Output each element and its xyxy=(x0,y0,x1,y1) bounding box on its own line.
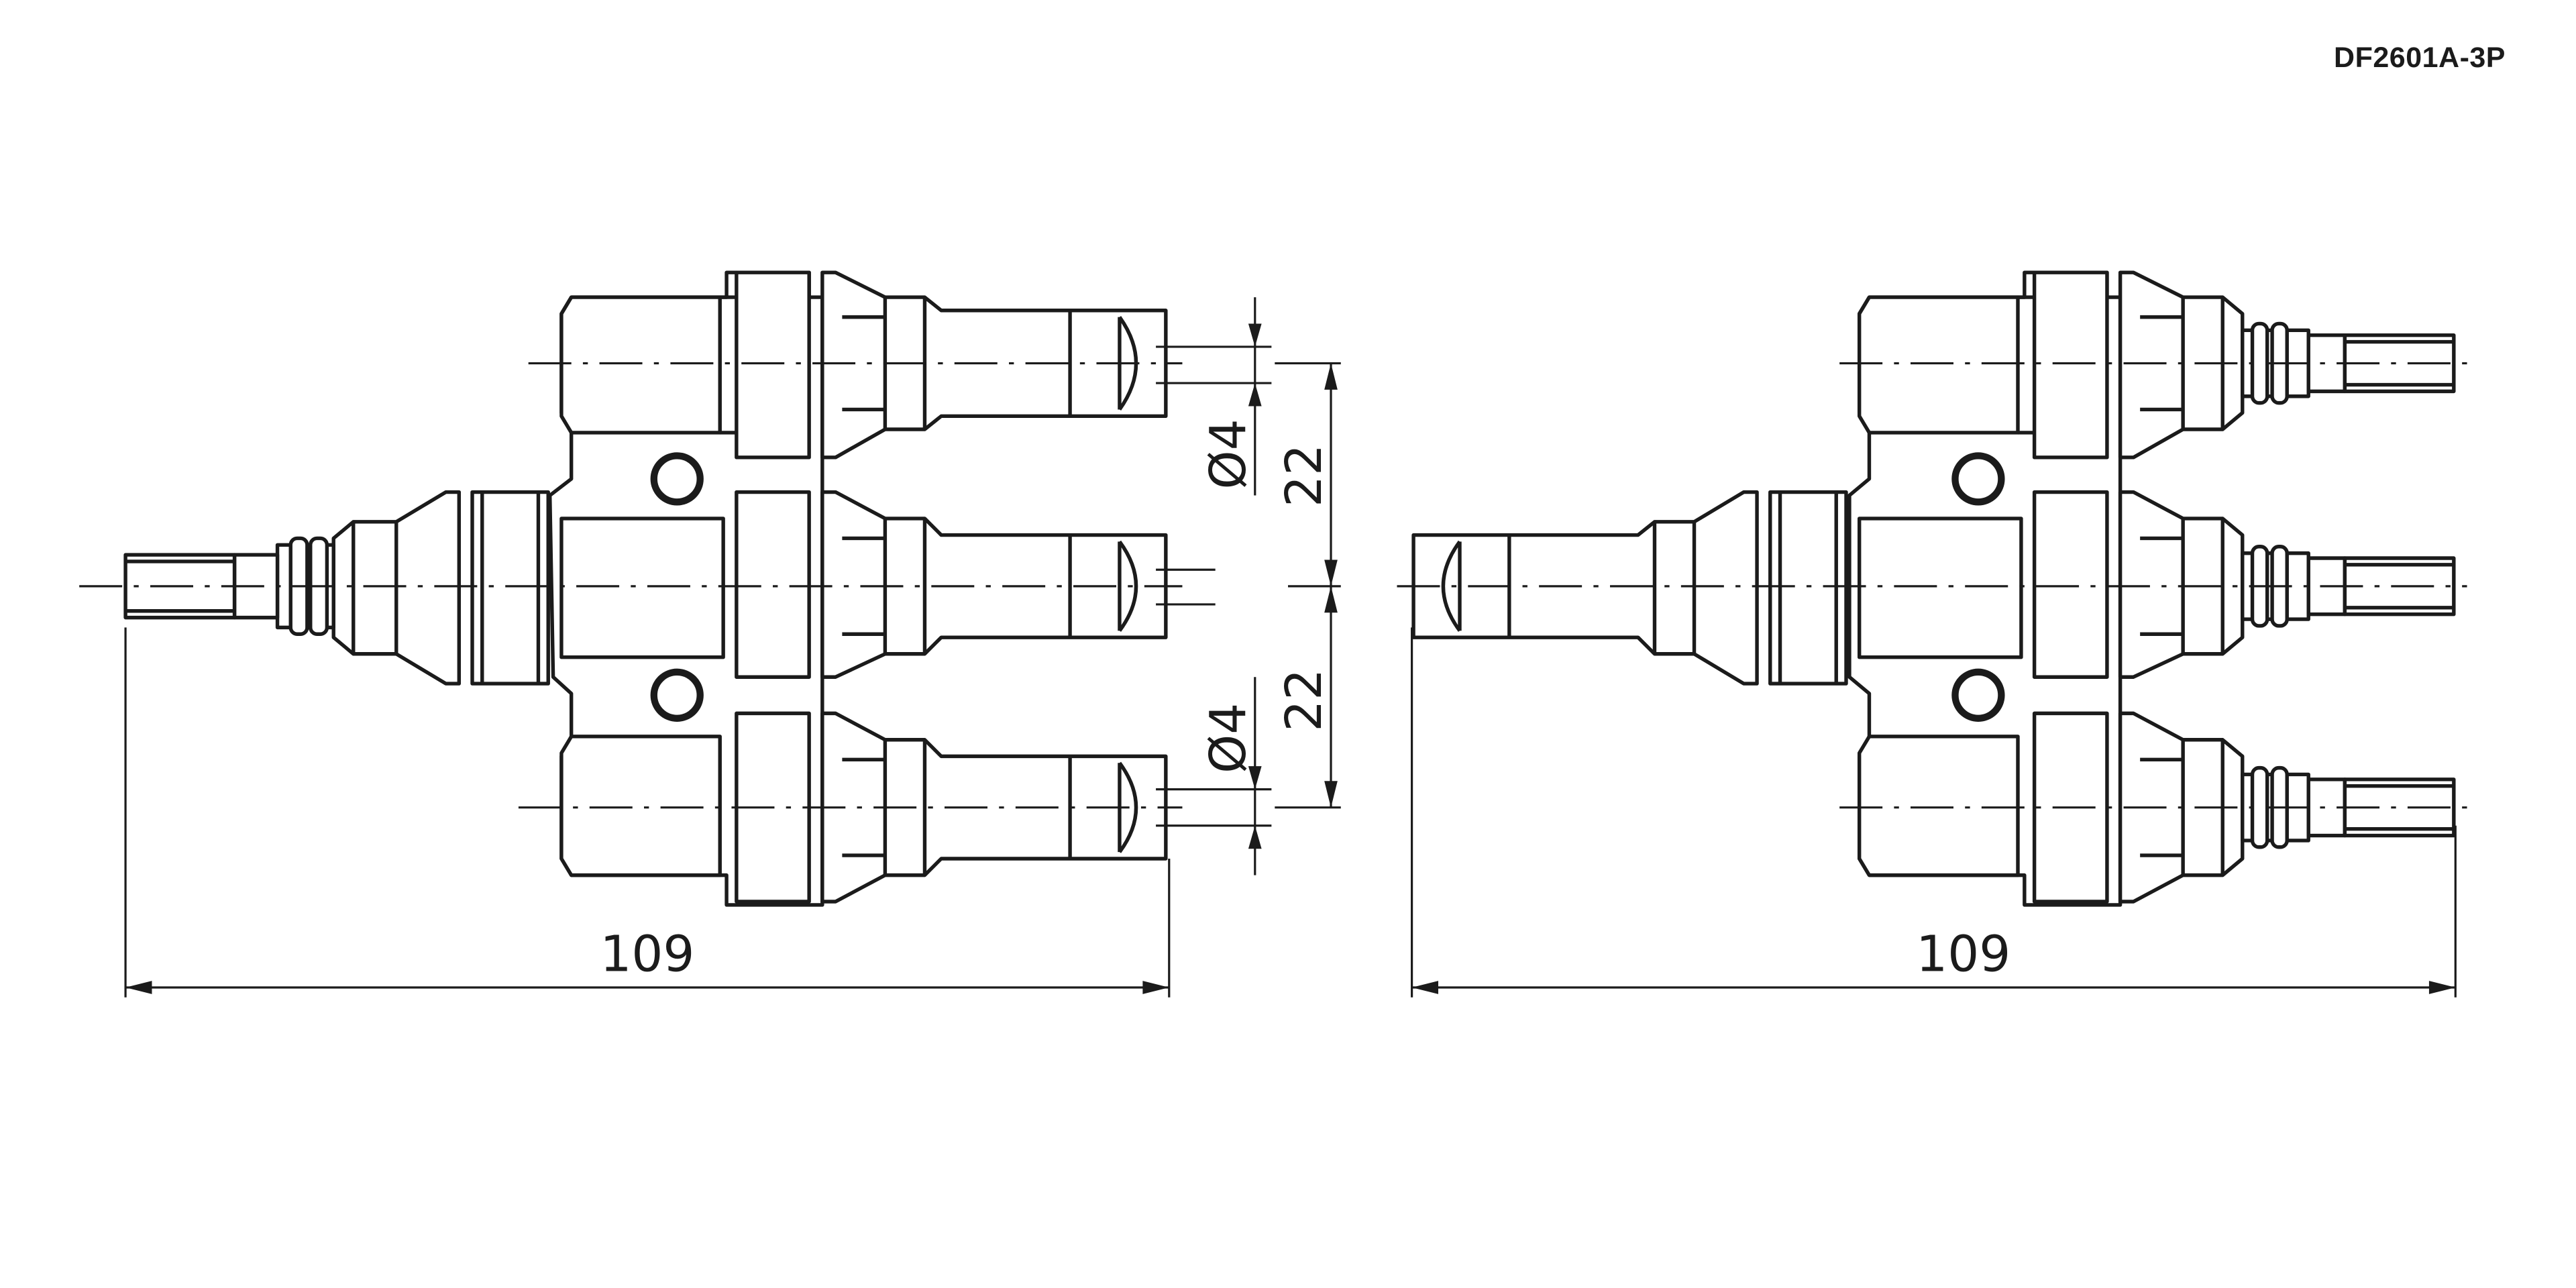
left-diameter-upper: Ø4 xyxy=(1199,419,1257,489)
pitch-dimension-upper: 22 xyxy=(1275,444,1333,507)
left-connector-assembly xyxy=(79,270,1183,907)
right-mount-hole-lower xyxy=(1951,668,2005,722)
pitch-dimension-lower: 22 xyxy=(1275,669,1333,732)
left-input-connector xyxy=(123,490,550,686)
right-dimensions: 109 xyxy=(1411,627,2457,998)
left-branch-middle xyxy=(559,490,1168,679)
right-input-connector xyxy=(1411,490,1848,686)
left-length-dimension: 109 xyxy=(600,925,694,983)
left-mount-hole-lower xyxy=(650,668,704,722)
left-dimensions: 109 Ø4 Ø4 22 22 xyxy=(124,297,1341,998)
left-branch-top xyxy=(559,270,1168,460)
left-diameter-lower: Ø4 xyxy=(1199,703,1257,773)
right-connector-assembly xyxy=(1397,270,2467,907)
left-mount-hole-upper xyxy=(650,452,704,506)
right-mount-hole-upper xyxy=(1951,452,2005,506)
part-code-title: DF2601A-3P xyxy=(2334,42,2506,74)
right-branch-middle xyxy=(1857,490,2456,679)
left-branch-bottom xyxy=(559,711,1168,904)
right-branch-top xyxy=(1857,270,2456,460)
right-length-dimension: 109 xyxy=(1916,925,2010,983)
